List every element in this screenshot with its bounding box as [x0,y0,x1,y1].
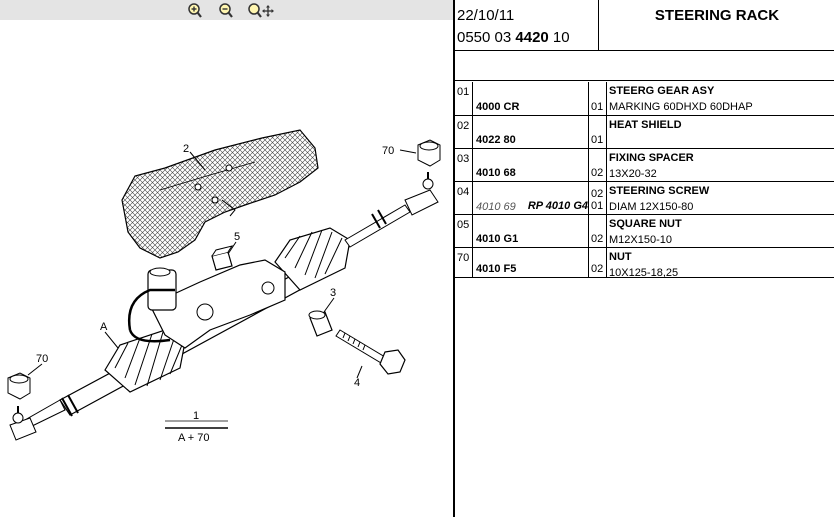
diagram-pane: 2 70 5 3 A 70 4 1 A + 70 [0,0,454,444]
part-quantity: 02 [591,188,604,200]
part-description: FIXING SPACER 13X20-32 [607,149,834,181]
part-reference[interactable]: 4010 F5 [476,263,517,275]
part-name: NUT [609,251,632,263]
label-4: 4 [354,377,360,389]
part-reference[interactable]: 4000 CR [476,101,520,113]
part-reference[interactable]: 4022 80 [476,134,516,146]
zoom-in-button[interactable] [185,2,205,19]
label-70-right: 70 [382,145,394,157]
part-detail: 13X20-32 [609,168,657,180]
part-quantity-replacement: 01 [591,200,604,212]
part-reference-cell: 4022 80 [473,116,589,148]
part-reference[interactable]: 4010 68 [476,167,516,179]
header-divider-2 [455,80,834,81]
magnifier-move-icon [248,3,274,18]
label-2: 2 [183,143,189,155]
part-quantity: 02 [591,167,604,179]
label-1: 1 [193,410,199,422]
part-number: 01 [455,82,473,115]
label-70-left: 70 [36,353,48,365]
part-reference-replacement[interactable]: RP 4010 G4 [527,200,588,212]
parts-pane: 22/10/11 0550 03 4420 10 STEERING RACK 0… [455,0,834,517]
zoom-toolbar [0,0,454,20]
part-name: FIXING SPACER [609,152,694,164]
part-number: 03 [455,149,473,181]
part-description: SQUARE NUT M12X150-10 [607,215,834,247]
part-number: 70 [455,248,473,277]
magnifier-minus-icon [219,3,233,18]
label-5: 5 [234,231,240,243]
part-number: 02 [455,116,473,148]
part-number: 05 [455,215,473,247]
part-name: STEERG GEAR ASY [609,85,715,97]
part-description: HEAT SHIELD [607,116,834,148]
part-quantity-cell: 02 [589,149,607,181]
part-quantity: 01 [591,134,604,146]
label-3: 3 [330,287,336,299]
magnifier-plus-icon [188,3,202,18]
part-quantity-cell: 02 [589,248,607,277]
part-detail: MARKING 60DHXD 60DHAP [609,101,753,113]
label-a-plus-70: A + 70 [178,432,210,444]
label-A: A [100,321,108,333]
header-divider [455,50,834,51]
header-date: 22/10/11 [457,7,515,24]
part-reference-cell: 4010 68 [473,149,589,181]
pane-divider [453,0,455,517]
fixing-spacer [308,310,333,337]
left-boot [104,329,186,393]
heat-shield [121,129,319,259]
part-quantity: 01 [591,101,604,113]
part-reference[interactable]: 4010 G1 [476,233,519,245]
nut-70-left [7,372,31,400]
part-quantity-cell: 02 [589,215,607,247]
header-info: 22/10/11 0550 03 4420 10 [455,0,599,50]
part-description: STEERG GEAR ASY MARKING 60DHXD 60DHAP [607,82,834,115]
steering-rack-exploded-diagram: 2 70 5 3 A 70 4 1 A + 70 [7,129,441,444]
part-quantity: 02 [591,263,604,275]
page-title: STEERING RACK [654,7,780,24]
part-description: NUT 10X125-18,25 [607,248,834,279]
part-detail: M12X150-10 [609,234,672,246]
steering-screw [335,329,406,375]
header-reference: 0550 03 4420 10 [457,29,570,46]
part-detail: 10X125-18,25 [609,267,679,279]
part-reference-superseded: 4010 69 [476,201,516,213]
part-reference-cell: 4010 69 RP 4010 G4 [473,182,589,214]
part-name: SQUARE NUT [609,218,682,230]
part-detail: DIAM 12X150-80 [609,201,694,213]
zoom-out-button[interactable] [216,2,236,19]
part-quantity-cell: 01 [589,82,607,115]
part-reference-cell: 4010 G1 [473,215,589,247]
part-description: STEERING SCREW DIAM 12X150-80 [607,182,834,214]
part-name: STEERING SCREW [609,185,710,197]
pan-zoom-button[interactable] [245,2,275,19]
part-reference-cell: 4010 F5 [473,248,589,277]
part-quantity-cell: 01 [589,116,607,148]
steering-valve [127,259,286,349]
part-number: 04 [455,182,473,214]
part-quantity: 02 [591,233,604,245]
part-reference-cell: 4000 CR [473,82,589,115]
nut-70-right [417,139,441,167]
part-name: HEAT SHIELD [609,119,682,131]
